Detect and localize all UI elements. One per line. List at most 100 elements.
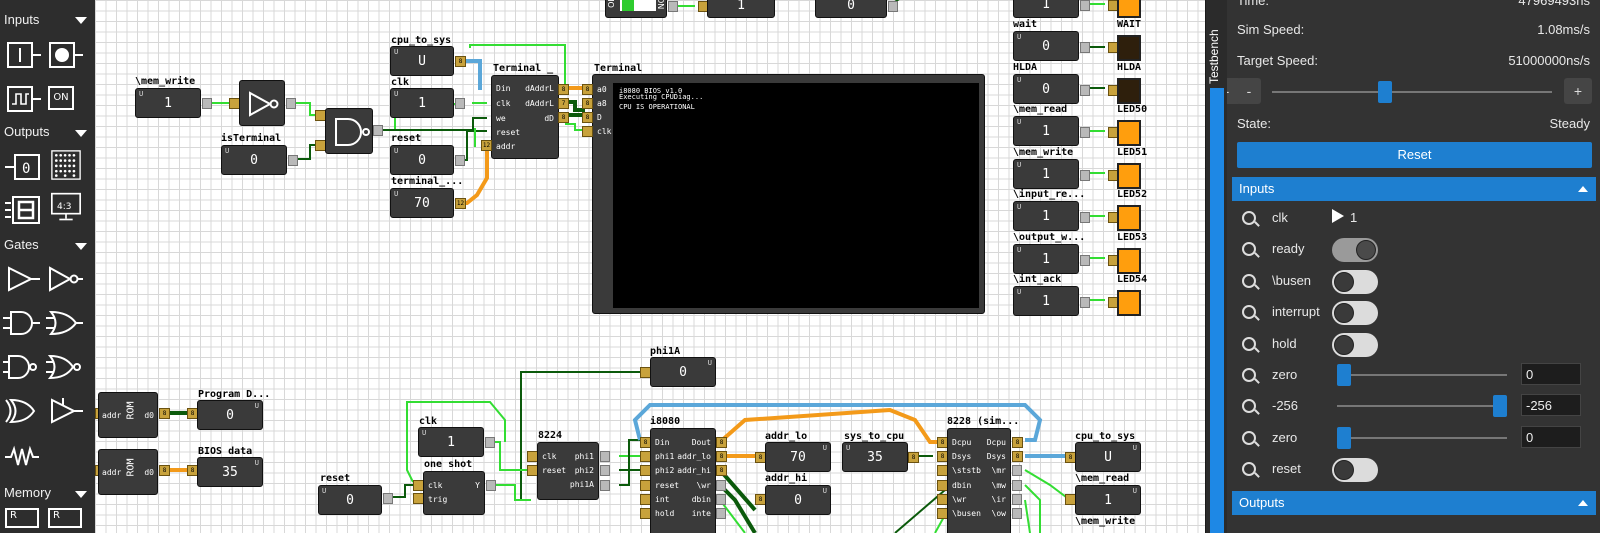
not-gate-icon[interactable] xyxy=(46,264,84,294)
play-icon[interactable] xyxy=(1332,209,1344,223)
value-input[interactable]: 0 xyxy=(1521,363,1581,385)
palette-section-memory[interactable]: Memory xyxy=(4,485,51,500)
output-label: \mem_read xyxy=(1013,104,1068,115)
input-pin-icon[interactable] xyxy=(5,40,43,70)
search-icon[interactable] xyxy=(1242,430,1256,445)
terminal-controller-chip[interactable]: Din clk we reset addr dAddrL dAddrL dD xyxy=(491,75,559,159)
palette-section-inputs[interactable]: Inputs xyxy=(4,12,40,27)
led-label: HLDA xyxy=(1117,62,1142,73)
chip-8224[interactable]: clk reset phi1 phi2 phi1A xyxy=(537,442,599,500)
and-gate-icon[interactable] xyxy=(3,308,41,338)
pulldown-resistor-icon[interactable] xyxy=(3,442,41,472)
search-icon[interactable] xyxy=(1242,242,1256,257)
pin xyxy=(1012,494,1022,505)
monitor-icon[interactable] xyxy=(47,192,85,222)
cpu-8080-chip[interactable]: Din phi1 phi2 reset int hold Dout addr_l… xyxy=(650,428,716,533)
value-slider-track[interactable] xyxy=(1337,436,1507,439)
value-input[interactable]: 0 xyxy=(1521,425,1581,448)
led xyxy=(1117,0,1141,18)
clock-input-icon[interactable] xyxy=(5,84,43,114)
chevron-up-icon[interactable] xyxy=(1578,186,1588,192)
search-icon[interactable] xyxy=(1242,462,1256,477)
toggle-switch[interactable] xyxy=(1332,301,1378,326)
chip-8228[interactable]: Dcpu Dsys \ststb dbin \wr \busen Dcpu Ds… xyxy=(947,428,1011,533)
pin xyxy=(716,508,726,519)
toggle-switch[interactable] xyxy=(1332,458,1378,483)
palette-section-outputs[interactable]: Outputs xyxy=(4,124,50,139)
not-gate[interactable] xyxy=(239,80,285,126)
search-icon[interactable] xyxy=(1242,336,1256,351)
reset-button[interactable]: Reset xyxy=(1237,142,1592,168)
chevron-up-icon[interactable] xyxy=(1578,500,1588,506)
value-slider-track[interactable] xyxy=(1337,374,1507,376)
toggle-switch-icon[interactable]: ON xyxy=(48,86,74,110)
bus-pin: 8 xyxy=(558,112,569,123)
terminal-line: i8080 BIOS v1.0 xyxy=(619,87,683,95)
chevron-down-icon[interactable] xyxy=(75,243,87,250)
testbench-tab[interactable]: Testbench xyxy=(1205,0,1228,533)
output-pin-icon[interactable]: 0 xyxy=(5,152,43,182)
chevron-down-icon[interactable] xyxy=(75,17,87,24)
value-slider-knob[interactable] xyxy=(1337,364,1351,386)
outputs-section-header[interactable]: Outputs xyxy=(1232,491,1596,515)
tristate-buffer-icon[interactable] xyxy=(46,396,84,426)
value-slider-knob[interactable] xyxy=(1493,395,1507,418)
buffer-gate-icon[interactable] xyxy=(3,264,41,294)
chevron-down-icon[interactable] xyxy=(75,491,87,498)
and-gate[interactable] xyxy=(325,108,373,154)
seven-segment-icon[interactable] xyxy=(5,195,43,225)
speed-slider-knob[interactable] xyxy=(1378,81,1393,103)
led-label: LED51 xyxy=(1117,147,1148,158)
nor-gate-icon[interactable] xyxy=(46,352,84,382)
search-icon[interactable] xyxy=(1242,211,1256,225)
program-rom[interactable]: addr ROM d0 xyxy=(98,392,158,438)
speed-decrease-button-body[interactable]: - xyxy=(1237,78,1261,104)
bus-pin: 8 xyxy=(582,84,593,95)
or-gate-icon[interactable] xyxy=(46,308,84,338)
pin xyxy=(1080,127,1090,138)
register-icon[interactable]: R xyxy=(48,508,82,528)
palette-section-gates[interactable]: Gates xyxy=(4,237,39,252)
register-icon[interactable]: R xyxy=(5,508,39,528)
button-input-icon[interactable] xyxy=(47,40,85,70)
toggle-switch[interactable] xyxy=(1332,332,1378,357)
search-icon[interactable] xyxy=(1242,368,1256,382)
pin xyxy=(1080,85,1090,96)
toggle-switch[interactable] xyxy=(1332,269,1378,294)
led xyxy=(1117,205,1141,231)
inputs-section-header[interactable]: Inputs xyxy=(1232,177,1596,201)
search-icon[interactable] xyxy=(1242,273,1256,288)
toggle-knob xyxy=(1334,334,1354,355)
one-shot-component[interactable]: clk trig Y xyxy=(423,471,485,515)
terminal-screen-component[interactable]: a0 a8 D clk i8080 BIOS v1.0 Executing CP… xyxy=(592,74,985,314)
speed-slider-track[interactable] xyxy=(1272,91,1552,93)
value-slider-knob[interactable] xyxy=(1337,426,1351,449)
toggle-switch-component[interactable]: OF ON xyxy=(605,0,667,18)
value-slider-track[interactable] xyxy=(1337,405,1507,408)
state-value: Steady xyxy=(1549,116,1590,131)
chevron-down-icon[interactable] xyxy=(75,130,87,137)
speed-increase-button[interactable]: + xyxy=(1564,78,1592,104)
value-input[interactable]: -256 xyxy=(1521,394,1581,417)
search-icon[interactable] xyxy=(1242,305,1256,320)
bios-rom[interactable]: addr ROM d0 xyxy=(98,449,158,495)
led-matrix-icon[interactable] xyxy=(47,150,85,180)
search-icon[interactable] xyxy=(1242,399,1256,414)
toggle-switch[interactable] xyxy=(1332,238,1378,263)
nand-gate-icon[interactable] xyxy=(3,352,41,382)
target-speed-value: 51000000ns/s xyxy=(1508,53,1590,68)
xor-gate-icon[interactable] xyxy=(3,396,41,426)
